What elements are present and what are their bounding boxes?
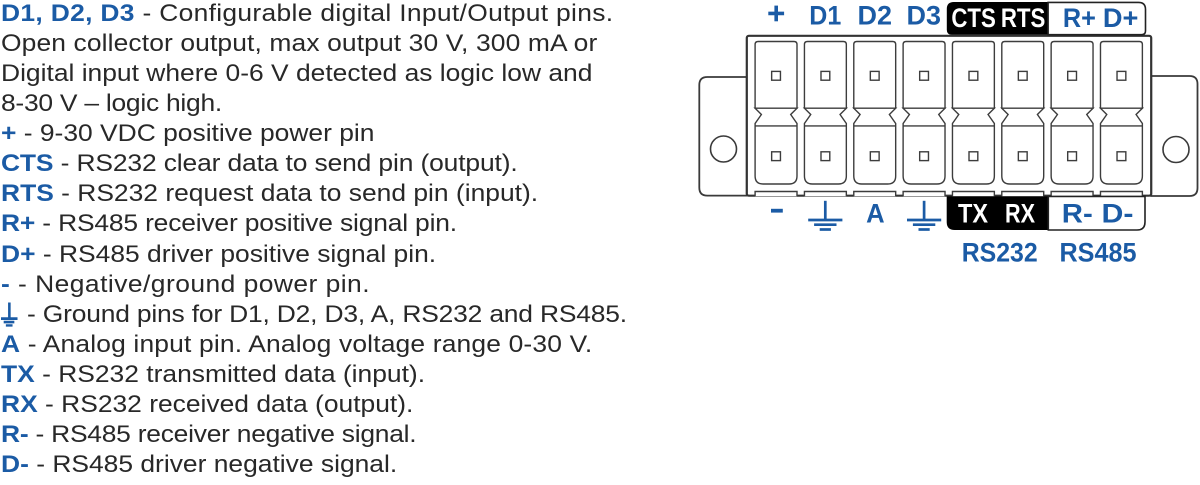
svg-text:D+: D+ (1103, 3, 1139, 33)
svg-text:RS232: RS232 (962, 237, 1038, 267)
svg-text:CTS: CTS (951, 3, 996, 33)
svg-text:D1: D1 (809, 0, 841, 30)
svg-text:RTS: RTS (1001, 3, 1046, 33)
svg-text:R+: R+ (1063, 3, 1096, 33)
svg-text:RS485: RS485 (1060, 237, 1137, 267)
svg-text:D-: D- (1102, 198, 1134, 228)
svg-text:R-: R- (1062, 198, 1093, 228)
svg-text:TX: TX (958, 198, 988, 228)
svg-text:RX: RX (1005, 198, 1035, 228)
svg-text:A: A (866, 198, 885, 228)
svg-text:D2: D2 (858, 0, 893, 30)
svg-text:D3: D3 (907, 0, 942, 30)
